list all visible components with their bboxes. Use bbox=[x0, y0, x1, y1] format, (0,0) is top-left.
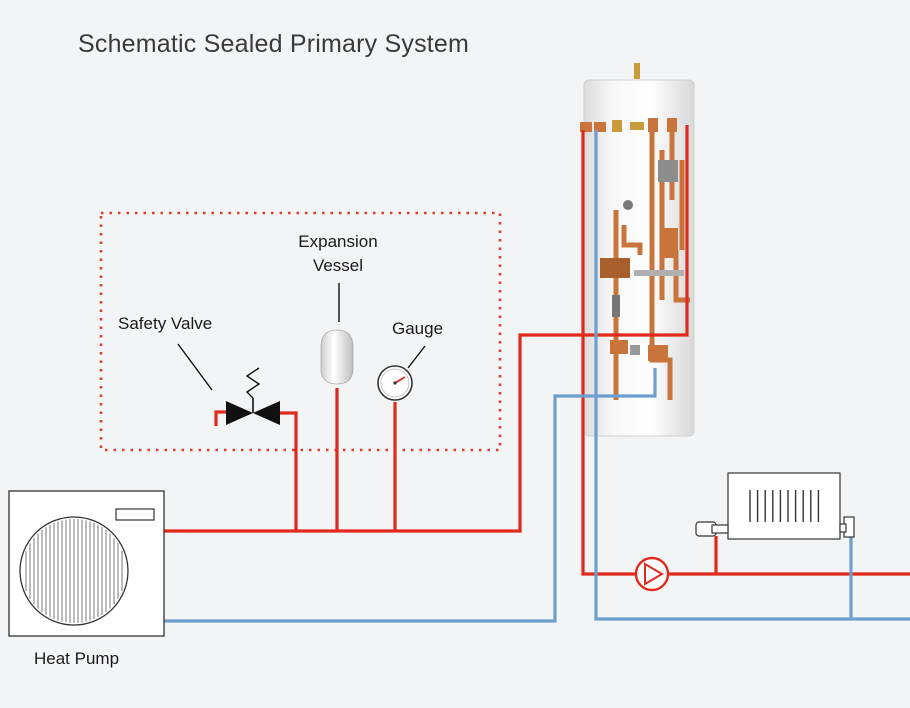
gauge-label: Gauge bbox=[392, 319, 444, 338]
heat-pump-label: Heat Pump bbox=[34, 649, 120, 668]
hot-water-cylinder-icon bbox=[580, 63, 695, 437]
radiator-valve-icon bbox=[695, 516, 855, 538]
pressure-gauge-icon bbox=[377, 345, 426, 401]
expansion-vessel-label: Expansion Vessel bbox=[286, 230, 390, 278]
expansion-vessel-label-line1: Expansion bbox=[298, 232, 378, 251]
flow-pipework bbox=[164, 125, 910, 576]
expansion-vessel-label-line2: Vessel bbox=[312, 256, 364, 275]
radiator-icon bbox=[727, 472, 841, 540]
safety-valve-icon bbox=[177, 343, 280, 425]
safety-valve-label: Safety Valve bbox=[118, 314, 213, 333]
heat-pump-unit-icon bbox=[8, 490, 165, 637]
page-title: Schematic Sealed Primary System bbox=[78, 30, 470, 58]
circulating-pump-icon bbox=[634, 556, 670, 592]
sealed-components-boundary bbox=[99, 211, 502, 452]
return-pipework bbox=[164, 130, 910, 623]
expansion-vessel-icon bbox=[320, 283, 354, 385]
